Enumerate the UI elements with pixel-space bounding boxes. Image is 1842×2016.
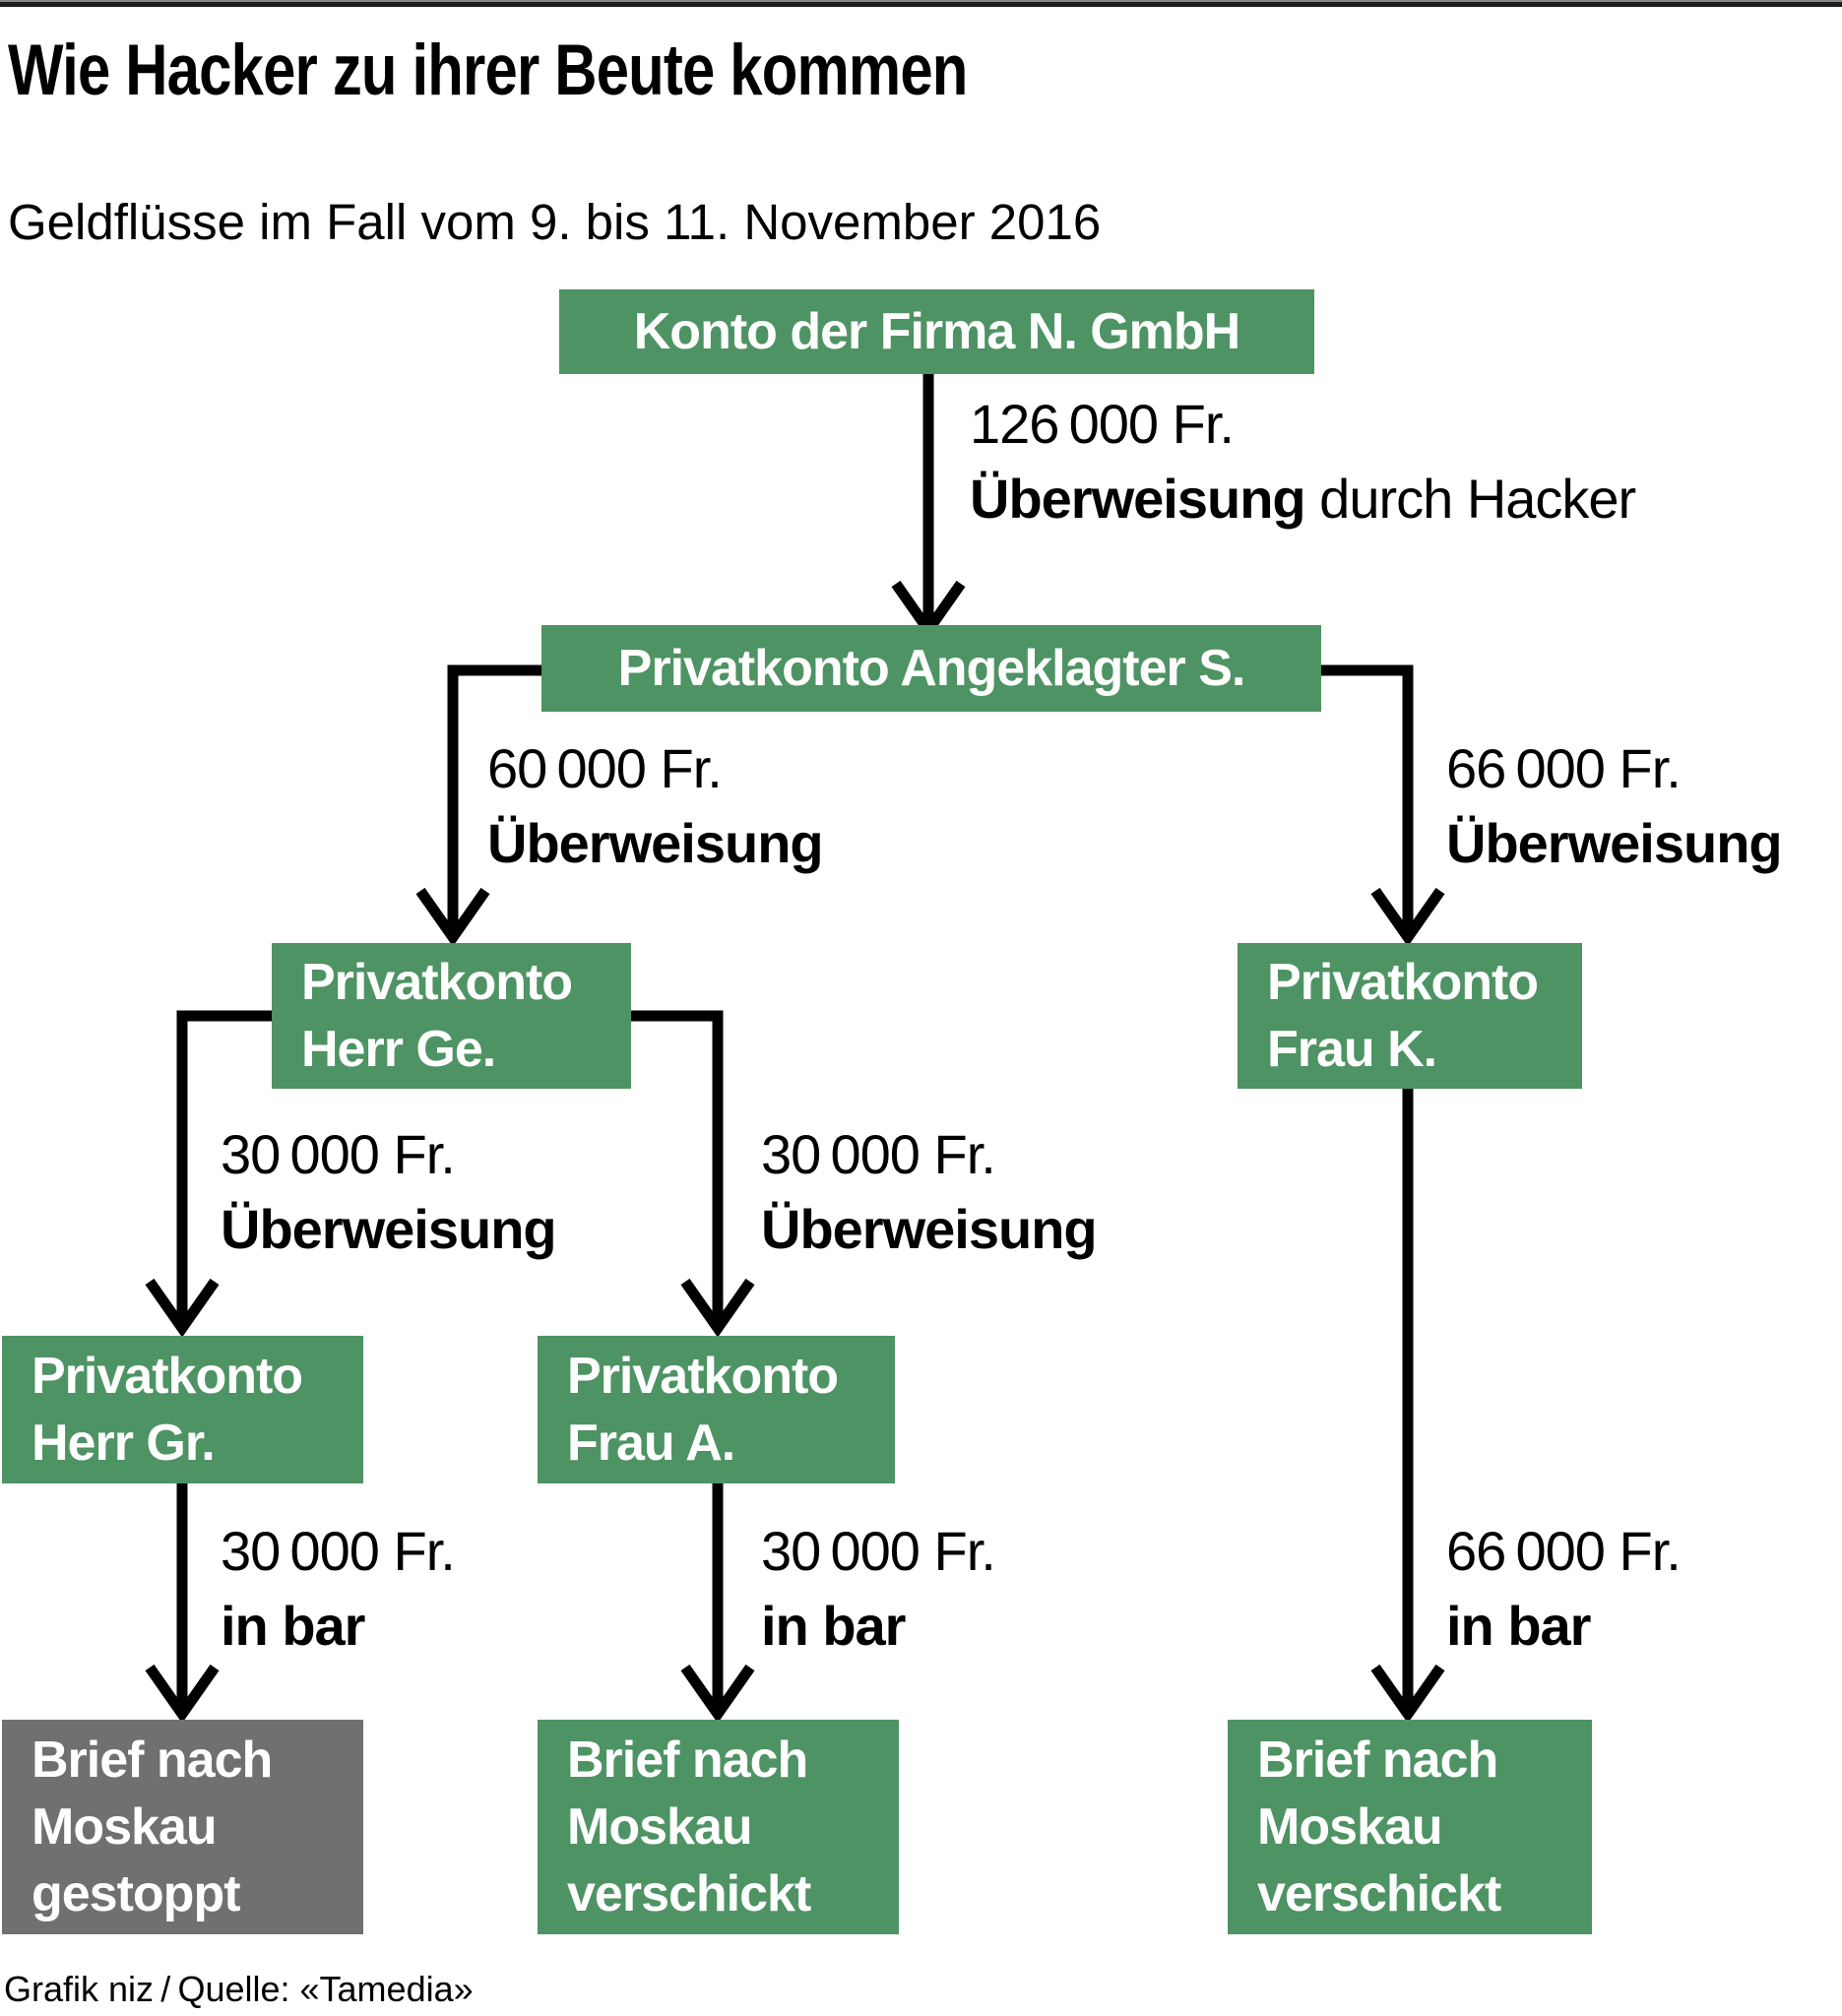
edge-method: Überweisung durch Hacker: [970, 468, 1636, 530]
edge-amount: 66 000 Fr.: [1446, 737, 1682, 799]
node-brief-moskau-verschickt-2: Brief nach Moskau verschickt: [1228, 1720, 1592, 1934]
edge-method: Überweisung: [487, 812, 824, 874]
source-credit: Grafik niz / Quelle: «Tamedia»: [4, 1969, 474, 2009]
edge-method: Überweisung: [761, 1198, 1098, 1260]
top-rule: [0, 0, 1842, 7]
node-privatkonto-herr-ge: Privatkonto Herr Ge.: [272, 943, 631, 1089]
arrow-herr-ge-to-frau-a: [629, 1010, 724, 1322]
arrowhead-frau-a-to-brief: [680, 1664, 755, 1724]
arrowhead-herr-gr-to-brief: [145, 1664, 220, 1724]
node-privatkonto-frau-k: Privatkonto Frau K.: [1238, 943, 1582, 1089]
edge-amount: 126 000 Fr.: [970, 393, 1235, 455]
arrow-herr-ge-to-herr-gr: [176, 1010, 274, 1322]
arrowhead-angeklagter-to-frau-k: [1370, 887, 1445, 947]
edge-label-hacker-transfer: 126 000 Fr. Überweisung durch Hacker: [970, 392, 1636, 532]
edge-label-to-herr-ge: 60 000 Fr. Überweisung: [487, 736, 824, 876]
arrow-angeklagter-to-frau-k: [1319, 664, 1414, 931]
node-privatkonto-herr-gr: Privatkonto Herr Gr.: [2, 1336, 363, 1483]
arrowhead-herr-ge-to-frau-a: [680, 1278, 755, 1338]
edge-label-to-frau-a: 30 000 Fr. Überweisung: [761, 1122, 1098, 1262]
edge-method: Überweisung: [1446, 812, 1783, 874]
node-konto-firma: Konto der Firma N. GmbH: [559, 289, 1314, 374]
arrow-angeklagter-to-herr-ge: [447, 664, 543, 931]
node-privatkonto-frau-a: Privatkonto Frau A.: [538, 1336, 895, 1483]
edge-amount: 30 000 Fr.: [221, 1123, 456, 1185]
edge-amount: 60 000 Fr.: [487, 737, 723, 799]
arrowhead-angeklagter-to-herr-ge: [415, 887, 490, 947]
edge-label-gr-cash: 30 000 Fr. in bar: [221, 1519, 456, 1659]
page-title: Wie Hacker zu ihrer Beute kommen: [8, 31, 968, 110]
edge-method: Überweisung: [221, 1198, 557, 1260]
edge-label-a-cash: 30 000 Fr. in bar: [761, 1519, 996, 1659]
node-brief-moskau-gestoppt: Brief nach Moskau gestoppt: [2, 1720, 363, 1934]
arrowhead-frau-k-to-brief: [1370, 1664, 1445, 1724]
node-brief-moskau-verschickt-1: Brief nach Moskau verschickt: [538, 1720, 899, 1934]
edge-amount: 30 000 Fr.: [221, 1520, 456, 1582]
edge-label-k-cash: 66 000 Fr. in bar: [1446, 1519, 1682, 1659]
edge-amount: 30 000 Fr.: [761, 1123, 996, 1185]
edge-method: in bar: [1446, 1595, 1591, 1657]
edge-method: in bar: [221, 1595, 365, 1657]
edge-amount: 66 000 Fr.: [1446, 1520, 1682, 1582]
node-privatkonto-angeklagter-s: Privatkonto Angeklagter S.: [541, 625, 1321, 712]
edge-label-to-frau-k: 66 000 Fr. Überweisung: [1446, 736, 1783, 876]
arrowhead-herr-ge-to-herr-gr: [145, 1278, 220, 1338]
edge-amount: 30 000 Fr.: [761, 1520, 996, 1582]
edge-method: in bar: [761, 1595, 906, 1657]
page-subtitle: Geldflüsse im Fall vom 9. bis 11. Novemb…: [8, 194, 1102, 250]
edge-label-to-herr-gr: 30 000 Fr. Überweisung: [221, 1122, 557, 1262]
